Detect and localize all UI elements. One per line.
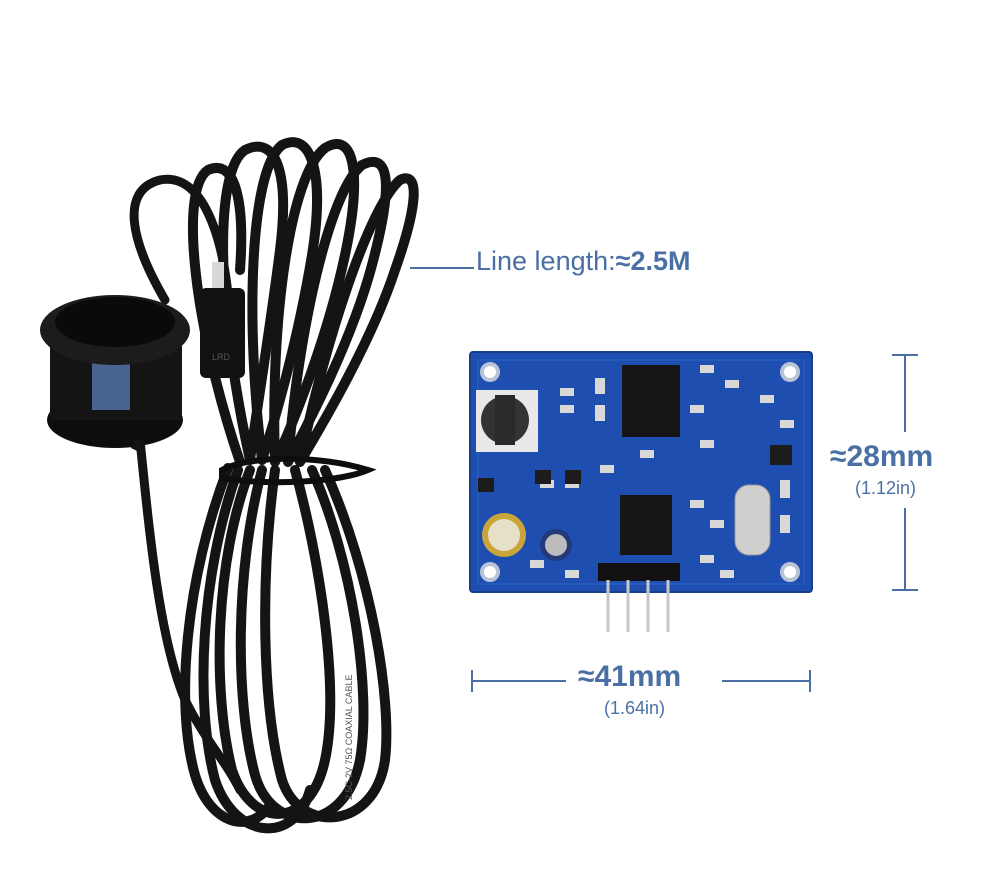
cable-plug: LRD (200, 262, 245, 378)
height-dimension-inches: (1.12in) (855, 478, 917, 498)
width-dimension-inches: (1.64in) (604, 698, 666, 718)
line-length-label: Line length: (476, 246, 616, 276)
svg-text:LRD: LRD (212, 352, 231, 362)
coaxial-cable-coil (129, 137, 419, 834)
line-length-value: ≈2.5M (615, 246, 691, 276)
height-dimension-line (892, 354, 918, 591)
pcb-board (469, 351, 813, 632)
cable-print-text: 2.5C-2V 75Ω COAXIAL CABLE (344, 675, 354, 800)
width-dimension-label: ≈41mm (578, 660, 682, 693)
line-length-annotation: Line length:≈2.5M (476, 246, 690, 277)
width-dimension-line (471, 670, 811, 692)
height-dimension-label: ≈28mm (830, 440, 934, 473)
ultrasonic-probe (40, 295, 190, 453)
